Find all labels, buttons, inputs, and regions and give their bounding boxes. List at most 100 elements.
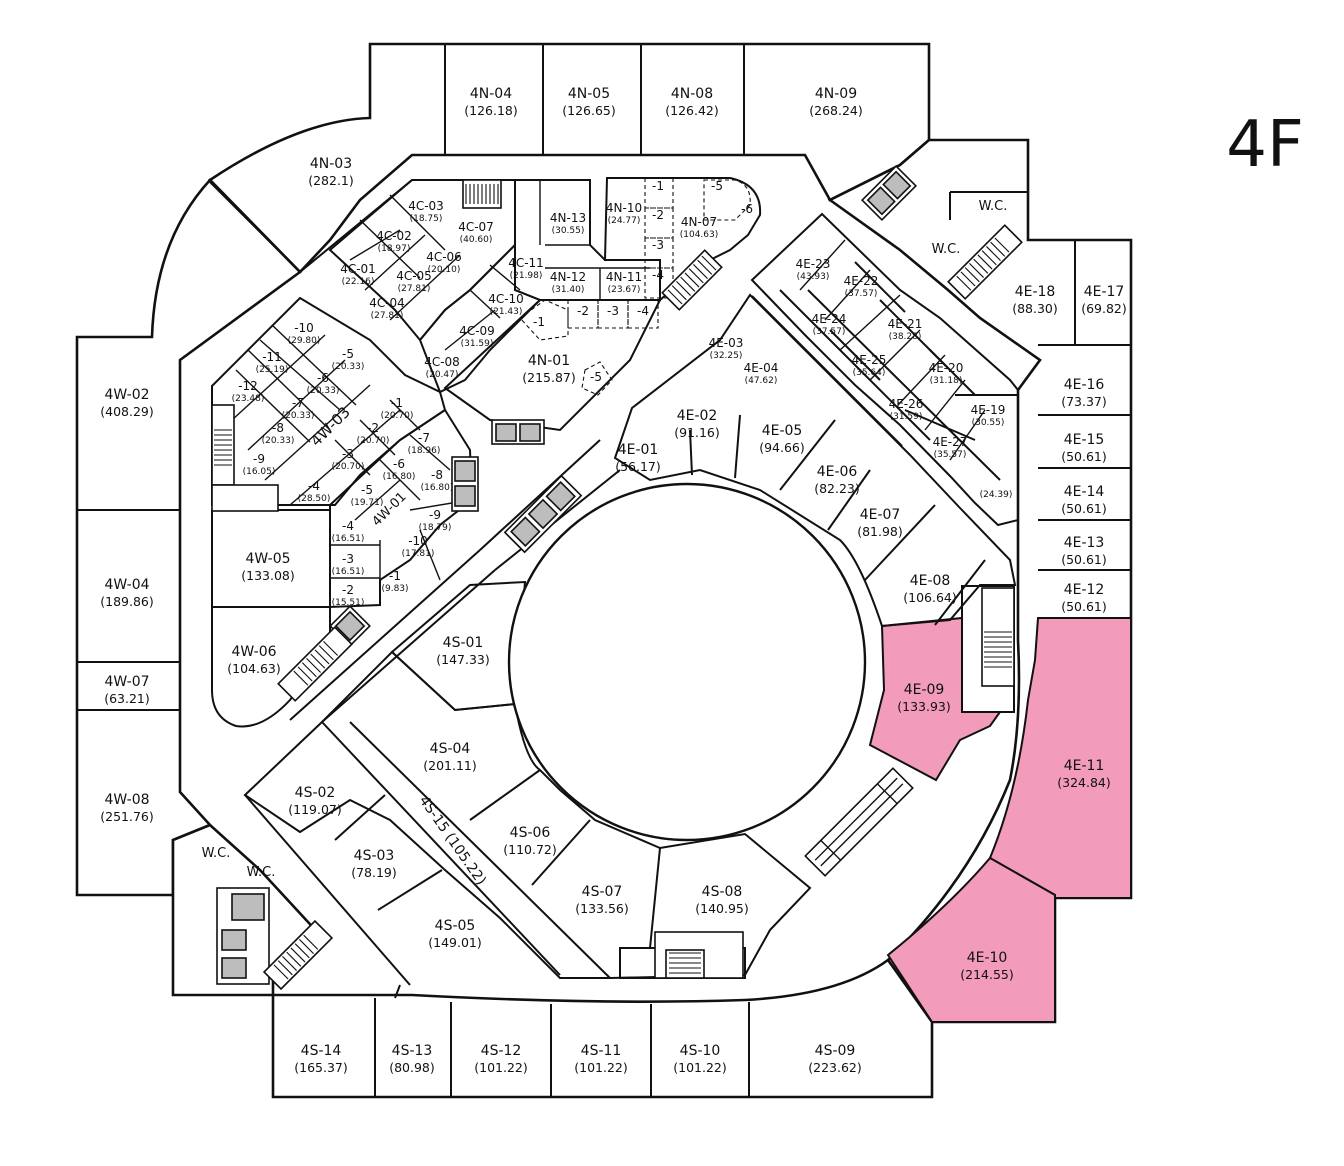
unit-label[interactable]: -3 [607,304,619,318]
unit-label[interactable]: -4(28.50) [298,479,331,504]
unit-label[interactable]: 4N-04(126.18) [464,86,518,118]
unit-label[interactable]: 4N-11(23.67) [606,270,642,295]
unit-label[interactable]: 4C-10(21.43) [488,292,524,317]
unit-label[interactable]: 4C-06(20.10) [426,250,462,275]
unit-label[interactable]: 4C-08(20.47) [424,355,460,380]
unit-label[interactable]: 4N-01(215.87) [522,353,576,385]
unit-label[interactable]: 4S-10(101.22) [673,1043,727,1075]
unit-label[interactable]: 4S-01(147.33) [436,635,490,667]
unit-label[interactable]: -6(16.80) [383,457,416,482]
unit-label[interactable]: 4S-02(119.07) [288,785,342,817]
unit-label[interactable]: -2 [577,304,589,318]
unit-label[interactable]: 4E-14(50.61) [1061,484,1107,516]
unit-label[interactable]: 4S-14(165.37) [294,1043,348,1075]
unit-label[interactable]: 4E-11(324.84) [1057,758,1111,790]
unit-label[interactable]: -7(20.33) [282,396,315,421]
unit-label[interactable]: 4E-27(35.57) [933,435,968,460]
unit-label[interactable]: 4E-23(43.93) [796,257,831,282]
unit-4E-10-highlight[interactable] [886,856,1056,1023]
unit-label[interactable]: -5(20.33) [332,347,365,372]
unit-label[interactable]: -1 [652,179,664,193]
unit-label[interactable]: 4W-05(133.08) [241,551,295,583]
unit-label[interactable]: 4W-02(408.29) [100,387,154,419]
unit-label[interactable]: 4E-09(133.93) [897,682,951,714]
unit-label[interactable]: 4N-08(126.42) [665,86,719,118]
unit-label[interactable]: 4E-24(37.57) [812,312,847,337]
unit-label[interactable]: -1 [533,315,545,329]
unit-label[interactable]: 4N-09(268.24) [809,86,863,118]
unit-label[interactable]: 4N-05(126.65) [562,86,616,118]
unit-label[interactable]: -3(20.70) [332,447,365,472]
unit-label[interactable]: -4 [652,268,664,282]
unit-label[interactable]: 4S-04(201.11) [423,741,477,773]
unit-label[interactable]: 4W-07(63.21) [104,674,150,706]
unit-label[interactable]: -7(18.96) [408,431,441,456]
unit-label[interactable]: 4C-05(27.81) [396,269,432,294]
unit-label[interactable]: -3(16.51) [332,552,365,577]
unit-label[interactable]: 4C-03(18.75) [408,199,444,224]
unit-label[interactable]: 4W-06(104.63) [227,644,281,676]
unit-label[interactable]: 4E-22(37.57) [844,274,879,299]
unit-label[interactable]: 4E-20(31.18) [929,361,964,386]
unit-label[interactable]: 4C-02(18.97) [376,229,412,254]
unit-label[interactable]: 4E-12(50.61) [1061,582,1107,614]
unit-label[interactable]: -8(16.80) [421,468,454,493]
unit-label[interactable]: -8(20.33) [262,421,295,446]
unit-label[interactable]: -6 [741,202,753,216]
unit-label[interactable]: 4E-05(94.66) [759,423,805,455]
unit-label[interactable]: -5(19.71) [351,483,384,508]
unit-label[interactable]: 4E-04(47.62) [744,361,779,386]
unit-label[interactable]: 4S-11(101.22) [574,1043,628,1075]
unit-label[interactable]: -10(17.81) [402,534,435,559]
unit-label[interactable]: -4(16.51) [332,519,365,544]
unit-label[interactable]: -1(20.70) [381,396,414,421]
unit-label[interactable]: -4 [637,304,649,318]
unit-label[interactable]: 4E-26(31.59) [889,397,924,422]
unit-label[interactable]: 4S-13(80.98) [389,1043,435,1075]
unit-label[interactable]: -1(9.83) [381,569,408,594]
unit-label[interactable]: 4N-13(30.55) [550,211,586,236]
unit-label[interactable]: 4E-19(30.55) [971,403,1006,428]
unit-label[interactable]: 4N-07(104.63) [680,215,719,240]
unit-label[interactable]: 4E-03(32.25) [709,336,744,361]
unit-label[interactable]: -10(29.80) [288,321,321,346]
unit-label[interactable]: 4N-10(24.77) [606,201,642,226]
unit-label[interactable]: 4S-09(223.62) [808,1043,862,1075]
unit-label[interactable]: 4E-02(91.16) [674,408,720,440]
unit-label[interactable]: -12(23.48) [232,379,265,404]
unit-label[interactable]: 4C-09(31.59) [459,324,495,349]
unit-label[interactable]: (24.39) [980,490,1013,500]
unit-label[interactable]: -2(20.70) [357,421,390,446]
unit-label[interactable]: 4S-08(140.95) [695,884,749,916]
unit-label[interactable]: -2(15.51) [332,583,365,608]
unit-label[interactable]: 4W-08(251.76) [100,792,154,824]
unit-label[interactable]: 4N-12(31.40) [550,270,586,295]
unit-label[interactable]: -11(25.19) [256,350,289,375]
unit-label[interactable]: 4S-03(78.19) [351,848,397,880]
unit-label[interactable]: 4C-04(27.81) [369,296,405,321]
unit-label[interactable]: 4E-13(50.61) [1061,535,1107,567]
unit-label[interactable]: -9(18.79) [419,508,452,533]
unit-label[interactable]: -5 [711,179,723,193]
unit-label[interactable]: 4S-06(110.72) [503,825,557,857]
unit-label[interactable]: 4E-06(82.23) [814,464,860,496]
unit-label[interactable]: 4E-07(81.98) [857,507,903,539]
unit-label[interactable]: 4E-10(214.55) [960,950,1014,982]
unit-label[interactable]: -2 [652,208,664,222]
unit-label[interactable]: 4E-21(38.28) [888,317,923,342]
unit-label[interactable]: -5 [590,370,602,384]
unit-label[interactable]: 4N-03(282.1) [308,156,354,188]
unit-label[interactable]: 4S-07(133.56) [575,884,629,916]
unit-label[interactable]: 4E-08(106.64) [903,573,957,605]
unit-label[interactable]: 4W-04(189.86) [100,577,154,609]
unit-label[interactable]: 4S-05(149.01) [428,918,482,950]
unit-label[interactable]: 4S-12(101.22) [474,1043,528,1075]
unit-label[interactable]: -3 [652,238,664,252]
unit-label[interactable]: 4E-01(56.17) [615,442,661,474]
unit-label[interactable]: -6(20.33) [307,371,340,396]
unit-label[interactable]: 4C-01(22.16) [340,262,376,287]
unit-label[interactable]: 4E-25(35.64) [852,353,887,378]
unit-label[interactable]: 4E-15(50.61) [1061,432,1107,464]
unit-label[interactable]: 4E-18(88.30) [1012,284,1058,316]
unit-label[interactable]: 4C-11(21.98) [508,256,544,281]
